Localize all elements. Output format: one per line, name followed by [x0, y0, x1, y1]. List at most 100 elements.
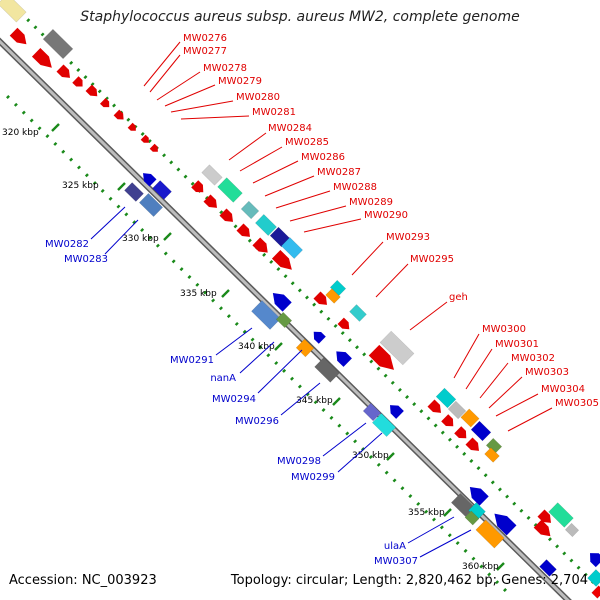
gc-dot — [347, 338, 352, 343]
gc-dot — [69, 60, 74, 65]
reverse-gene-arrow — [143, 173, 157, 187]
forward-gene-arrow — [368, 344, 394, 370]
forward-gene-arrow — [113, 109, 124, 120]
forward-gene-arrow — [533, 519, 551, 537]
gc-dot — [340, 331, 345, 336]
gc-dot — [26, 18, 31, 23]
leader-line — [303, 218, 362, 233]
gc-dot — [583, 572, 588, 577]
leader-line — [337, 432, 383, 473]
orange-gene-block — [295, 338, 315, 358]
tick-label: 350 kbp — [352, 451, 389, 461]
gc-dot — [171, 259, 176, 264]
leader-line — [351, 241, 384, 276]
gene-labels: MW0276MW0277MW0278MW0279MW0280MW0281MW02… — [45, 33, 599, 567]
forward-gene-arrow — [313, 291, 327, 305]
gc-dot — [183, 174, 188, 179]
orange-gene-block — [325, 288, 341, 304]
map-title: Staphylococcus aureus subsp. aureus MW2,… — [80, 9, 520, 25]
forward-gene-arrow — [191, 180, 204, 193]
gc-dot — [126, 117, 131, 122]
gc-dot — [40, 32, 45, 37]
leader-line — [104, 219, 139, 255]
leader-line — [143, 41, 181, 87]
green-gene-block — [548, 502, 574, 528]
grey-gene-block — [564, 522, 580, 538]
gc-dot — [290, 376, 294, 381]
tick-label: 340 kbp — [238, 342, 275, 352]
tick-label: 320 kbp — [2, 128, 39, 138]
tick-mark — [443, 508, 452, 517]
gc-dot — [21, 110, 26, 115]
gc-dot-tracks — [6, 4, 600, 592]
gc-dot — [37, 126, 42, 131]
gc-dot — [83, 75, 88, 80]
gc-dot — [297, 288, 302, 293]
gc-dot — [250, 337, 255, 342]
reverse-gene-block — [362, 402, 382, 422]
teal-gene-block — [349, 304, 367, 322]
forward-gene-arrow — [441, 414, 454, 427]
gene-label: MW0284 — [268, 123, 312, 134]
gc-dot — [337, 423, 342, 428]
tick-mark — [51, 123, 60, 132]
reverse-gene-arrow — [313, 331, 326, 344]
forward-gene-arrow — [56, 64, 70, 78]
gc-dot — [476, 466, 481, 471]
leader-line — [465, 348, 493, 390]
accession-text: Accession: NC_003923 — [9, 573, 157, 588]
gene-label: MW0307 — [374, 556, 418, 567]
gc-dot — [283, 274, 288, 279]
gc-dot — [433, 423, 438, 428]
gc-dot — [419, 409, 424, 414]
gc-dot — [233, 224, 238, 229]
gc-dot — [84, 173, 89, 178]
gc-dot — [266, 353, 271, 358]
gc-dot — [124, 212, 129, 217]
grey-gene-block — [447, 400, 467, 420]
gene-label: MW0278 — [203, 63, 247, 74]
gc-dot — [547, 537, 552, 542]
gc-dot — [497, 487, 502, 492]
gc-dot — [368, 454, 373, 459]
leader-line — [149, 54, 181, 93]
gc-dot — [76, 68, 81, 72]
reverse-gene-arrow — [590, 553, 600, 568]
gc-dot — [390, 380, 395, 385]
gc-dot — [405, 395, 410, 400]
tick-label: 335 kbp — [180, 289, 217, 299]
forward-gene-arrow — [271, 250, 292, 270]
forward-gene-arrow — [252, 237, 268, 253]
teal-gene-block — [371, 413, 397, 437]
forward-gene-arrow — [427, 399, 441, 413]
gene-label: MW0282 — [45, 239, 89, 250]
gc-dot — [369, 359, 374, 364]
orange-gene-block — [460, 408, 480, 428]
gene-label: MW0302 — [511, 353, 555, 364]
gc-dot — [219, 210, 224, 215]
leader-line — [495, 393, 539, 417]
gc-dot — [69, 157, 74, 162]
gc-dot — [355, 345, 360, 350]
gene-label: MW0295 — [410, 254, 454, 265]
forward-gene-arrow — [219, 208, 233, 222]
forward-gene-arrow — [99, 97, 110, 108]
leader-line — [215, 327, 253, 356]
tick-label: 355 kbp — [408, 508, 445, 518]
gc-dot — [247, 238, 252, 243]
gc-dot — [495, 580, 500, 585]
gene-label: MW0301 — [495, 339, 539, 350]
gc-dot — [326, 316, 331, 321]
forward-gene-arrow — [465, 437, 479, 451]
gc-dot — [262, 252, 267, 257]
gc-dot — [362, 352, 367, 357]
leader-line — [170, 100, 234, 113]
gc-dot — [505, 494, 510, 499]
gc-dot — [108, 196, 113, 201]
gene-label: MW0283 — [64, 254, 108, 265]
leader-line — [90, 206, 126, 240]
forward-gene-arrow — [537, 509, 551, 523]
reverse-gene-arrow — [336, 351, 352, 367]
